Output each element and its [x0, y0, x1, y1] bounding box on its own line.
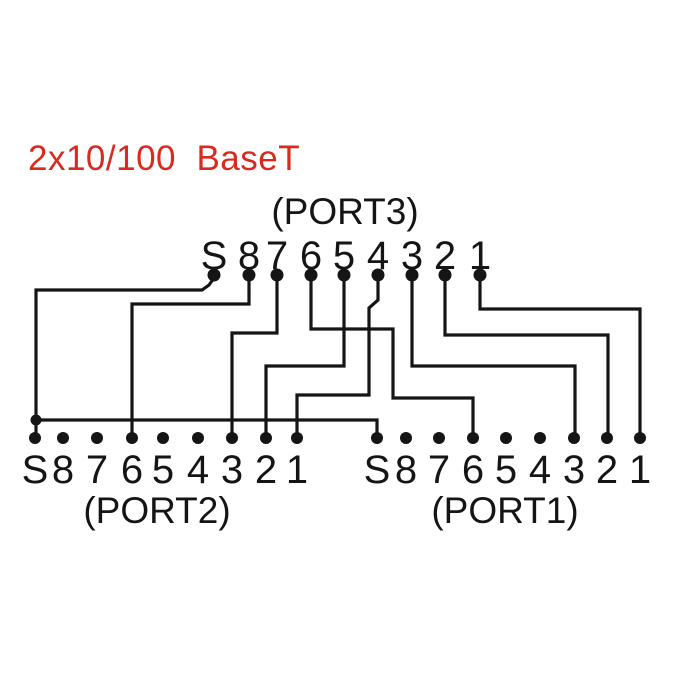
- wire-port3-7-to-port2-3: [230, 275, 279, 438]
- pin-dot-port1-7: [433, 432, 445, 444]
- pin-label-port2-S: S: [21, 448, 49, 492]
- pin-dot-port1-8: [400, 432, 412, 444]
- wire-shield-rail-to-port1-s: [36, 418, 379, 438]
- pin-dot-port3-3: [405, 268, 419, 282]
- pin-label-port2-7: 7: [85, 448, 109, 492]
- pin-dot-port2-1: [291, 432, 303, 444]
- pin-label-port1-4: 4: [528, 448, 552, 492]
- pin-label-port1-1: 1: [628, 448, 652, 492]
- pin-dot-port2-2: [260, 432, 272, 444]
- port1-label: (PORT1): [431, 490, 579, 531]
- pin-label-port2-4: 4: [186, 448, 210, 492]
- pin-dot-port2-S: [29, 432, 41, 444]
- pin-dot-port2-4: [192, 432, 204, 444]
- wire-port3-5-to-port2-2: [264, 275, 346, 438]
- pin-label-port3-S: S: [200, 234, 228, 278]
- pin-dot-port3-5: [337, 268, 351, 282]
- pin-label-port1-7: 7: [427, 448, 451, 492]
- wire-port3-1-to-port1-1: [478, 275, 642, 438]
- pin-dot-port1-2: [601, 432, 613, 444]
- pin-dot-port2-3: [226, 432, 238, 444]
- pin-dot-port3-2: [438, 268, 452, 282]
- pin-dot-port3-6: [304, 268, 318, 282]
- wire-port3-8-to-port2-6: [130, 275, 251, 438]
- port2-label: (PORT2): [83, 490, 231, 531]
- pin-label-port3-5: 5: [332, 234, 356, 278]
- pin-label-port3-7: 7: [265, 234, 289, 278]
- pin-label-port2-3: 3: [220, 448, 244, 492]
- pin-dot-port1-5: [500, 432, 512, 444]
- wire-port3-4-to-port2-1: [295, 275, 380, 438]
- pin-dot-port1-S: [371, 432, 383, 444]
- pin-label-port2-1: 1: [285, 448, 309, 492]
- pin-label-port1-S: S: [363, 448, 391, 492]
- pin-label-port1-2: 2: [595, 448, 619, 492]
- pin-dot-port3-S: [207, 268, 221, 282]
- pin-dot-port1-4: [534, 432, 546, 444]
- pin-label-port1-6: 6: [461, 448, 485, 492]
- pin-label-port3-3: 3: [400, 234, 424, 278]
- pin-label-port3-1: 1: [468, 234, 492, 278]
- pin-dot-port3-8: [242, 268, 256, 282]
- pin-label-port3-8: 8: [237, 234, 261, 278]
- pin-dot-port3-4: [371, 268, 385, 282]
- wire-port3-s-to-port2-s: [34, 277, 216, 438]
- pin-dot-port1-1: [634, 432, 646, 444]
- diagram-title: 2x10/100 BaseT: [28, 139, 301, 178]
- pin-label-port2-6: 6: [120, 448, 144, 492]
- pin-label-port1-5: 5: [494, 448, 518, 492]
- wire-port3-2-to-port1-2: [443, 275, 610, 438]
- pin-label-port2-2: 2: [254, 448, 278, 492]
- pin-dot-port1-6: [467, 432, 479, 444]
- pin-dot-port2-5: [157, 432, 169, 444]
- pin-label-port2-5: 5: [151, 448, 175, 492]
- pin-label-port2-8: 8: [51, 448, 75, 492]
- pin-dot-port3-7: [270, 268, 284, 282]
- junction-dot: [30, 414, 42, 426]
- pin-label-port3-4: 4: [366, 234, 390, 278]
- port3-label: (PORT3): [271, 191, 419, 232]
- pin-dot-port3-1: [473, 268, 487, 282]
- wire-port3-6-to-port1-6: [309, 275, 475, 438]
- pin-dot-port2-8: [57, 432, 69, 444]
- pin-label-port3-2: 2: [433, 234, 457, 278]
- pin-label-port3-6: 6: [299, 234, 323, 278]
- pin-dot-port2-7: [91, 432, 103, 444]
- pin-dot-port2-6: [126, 432, 138, 444]
- pin-label-port1-8: 8: [394, 448, 418, 492]
- pin-label-port1-3: 3: [562, 448, 586, 492]
- wire-port3-3-to-port1-3: [410, 275, 577, 438]
- pin-dot-port1-3: [568, 432, 580, 444]
